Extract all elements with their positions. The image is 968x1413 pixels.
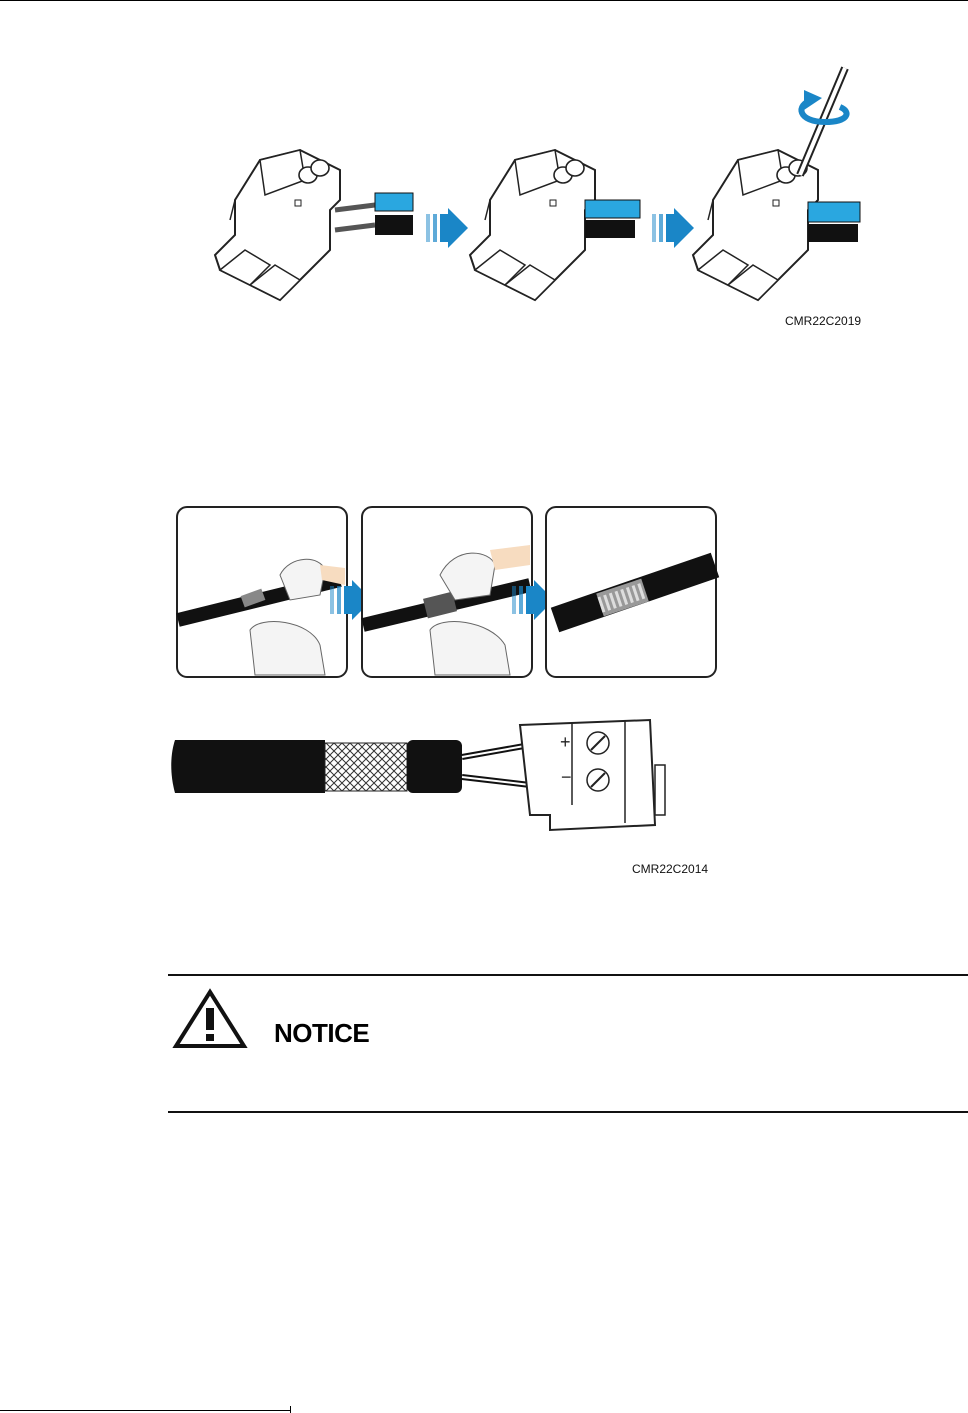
connector-step-3 [693, 68, 860, 300]
warning-triangle-icon [172, 988, 248, 1050]
notice-top-rule [168, 974, 968, 976]
panel-step-2 [362, 507, 532, 677]
figure-1-caption: CMR22C2019 [785, 314, 861, 328]
arrow-right-icon [426, 208, 468, 248]
connector-wiring-figure [200, 60, 900, 340]
cable-stripping-panels [170, 500, 730, 685]
page-header-rule [0, 0, 968, 1]
panel-step-3 [546, 507, 716, 677]
figure-2-caption: CMR22C2014 [632, 862, 708, 876]
page-footer-tick [290, 1406, 291, 1413]
notice-bottom-rule [168, 1111, 968, 1113]
arrow-right-icon [652, 208, 694, 248]
connector-step-2 [470, 150, 640, 300]
page-footer-rule [0, 1410, 290, 1411]
connector-step-1 [215, 150, 413, 300]
polarity-minus-label: − [561, 767, 572, 787]
polarity-plus-label: + [560, 732, 571, 752]
notice-label: NOTICE [274, 1018, 369, 1049]
cable-terminal-assembly: + − [170, 715, 710, 845]
panel-step-1 [177, 507, 347, 677]
